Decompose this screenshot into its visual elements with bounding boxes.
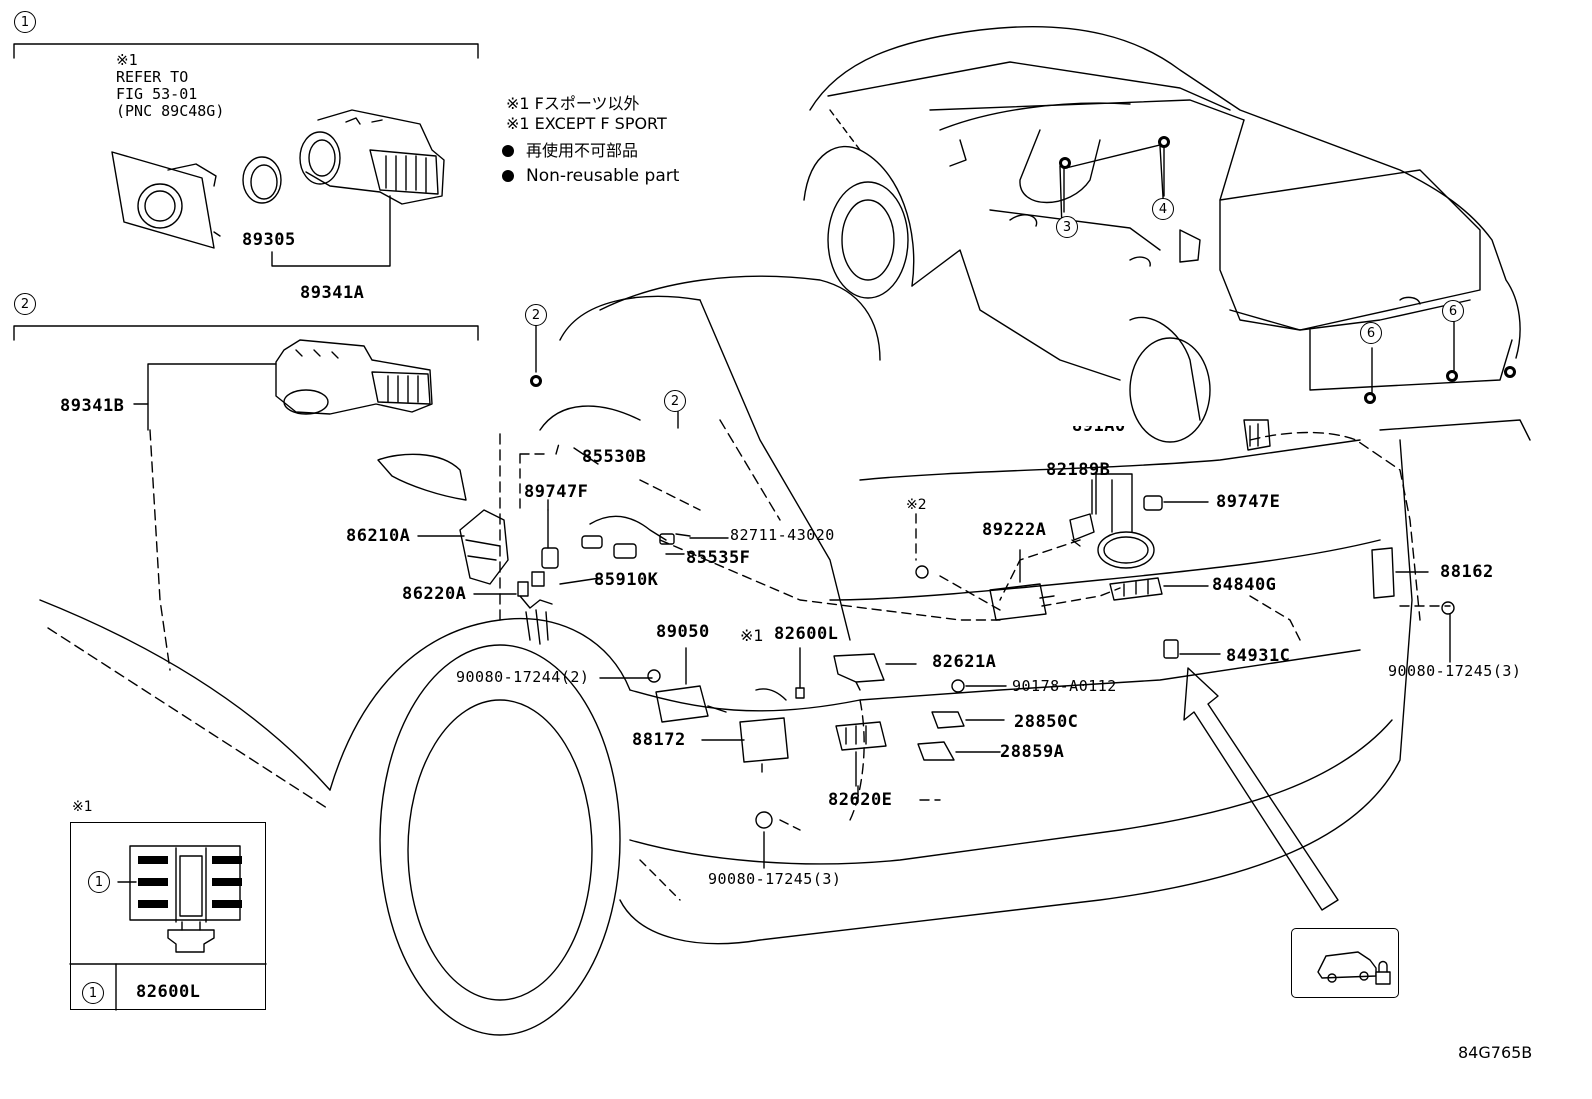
- part-88172: 88172: [632, 730, 686, 750]
- location-dot-6-left: [1364, 392, 1376, 404]
- power-door-lock-icon-box: [1291, 928, 1399, 998]
- part-glyph-85535F: [581, 515, 675, 559]
- location-dot-6-far: [1504, 366, 1516, 378]
- part-90080-17244: 90080-17244(2): [456, 668, 590, 686]
- part-82711-43020: 82711-43020: [730, 526, 835, 544]
- part-glyph-891A0-ring: [1097, 479, 1155, 569]
- star1-note-en: ※1 EXCEPT F SPORT: [506, 114, 667, 133]
- part-84931C: 84931C: [1226, 646, 1291, 666]
- refer-note-line1: REFER TO: [116, 68, 189, 86]
- part-82621A: 82621A: [932, 652, 997, 672]
- part-28859A: 28859A: [1000, 742, 1065, 762]
- part-82189B: 82189B: [1046, 460, 1111, 480]
- part-glyph-82621A: [833, 653, 885, 691]
- callout-6-left: 6: [1360, 322, 1382, 344]
- location-dot-6-right: [1446, 370, 1458, 382]
- part-89747E: 89747E: [1216, 492, 1281, 512]
- legend-star: ※1: [72, 799, 93, 815]
- part-28850C: 28850C: [1014, 712, 1079, 732]
- part-glyph-89747F: [531, 509, 559, 587]
- part-glyph-90178: [951, 679, 965, 693]
- leader-lines: [417, 143, 1455, 869]
- routing-lines: [519, 439, 1451, 831]
- part-84840G: 84840G: [1212, 575, 1277, 595]
- nonreuse-dot-icon-2: [502, 170, 514, 182]
- part-glyph-89050: [647, 669, 727, 723]
- part-glyph-82600L-clip: [795, 647, 805, 699]
- part-82600L: 82600L: [774, 624, 839, 644]
- part-88162: 88162: [1440, 562, 1494, 582]
- part-glyph-86220A: [517, 581, 553, 645]
- part-85535F: 85535F: [686, 548, 751, 568]
- part-glyph-28850C: [931, 711, 965, 729]
- legend-marker-1: 1: [82, 982, 104, 1004]
- refer-note-star: ※1: [116, 51, 138, 69]
- callout-6-right: 6: [1442, 300, 1464, 322]
- part-85910K: 85910K: [594, 570, 659, 590]
- part-glyph-86210A: [377, 453, 509, 585]
- star1-note-jp: ※1 Fスポーツ以外: [506, 94, 640, 113]
- part-89050: 89050: [656, 622, 710, 642]
- part-glyph-82711: [675, 533, 691, 537]
- refer-note-line2: FIG 53-01: [116, 85, 198, 103]
- legend-clip-drawing: [69, 845, 267, 1011]
- location-dot-3: [1059, 157, 1071, 169]
- legend-part-82600L: 82600L: [136, 982, 201, 1002]
- sensor-body-illustration: [299, 109, 445, 205]
- diagram-id: 84G765B: [1458, 1043, 1533, 1062]
- part-90080-17245-lower: 90080-17245(3): [708, 870, 842, 888]
- nonreuse-note-en: Non-reusable part: [526, 166, 680, 186]
- part-89341B: 89341B: [60, 396, 125, 416]
- leader-89341B: [133, 363, 277, 431]
- callout-4: 4: [1152, 198, 1174, 220]
- star1-inline-marker: ※1: [740, 626, 764, 645]
- part-glyph-82620E: [835, 721, 887, 787]
- part-glyph-82189B: [1069, 479, 1095, 547]
- callout-2-left: 2: [525, 304, 547, 326]
- part-89341A: 89341A: [300, 283, 365, 303]
- nonreuse-note-jp: 再使用不可部品: [526, 141, 639, 160]
- location-dot-2-left: [530, 375, 542, 387]
- section-bracket-2: [13, 325, 479, 341]
- part-glyph-84840G: [1109, 577, 1163, 601]
- legend-box: [70, 822, 266, 1010]
- part-90178-A0112: 90178-A0112: [1012, 677, 1117, 695]
- section-marker-1: 1: [14, 11, 36, 33]
- part-glyph-89222A: [915, 565, 1055, 621]
- section-bracket-1: [13, 43, 479, 59]
- power-door-lock-icon: [1317, 951, 1391, 985]
- sensor-b-illustration: [275, 339, 433, 415]
- location-dot-4: [1158, 136, 1170, 148]
- part-89747F: 89747F: [524, 482, 589, 502]
- part-glyph-28859A: [917, 741, 955, 761]
- legend-callout-1: 1: [88, 871, 110, 893]
- part-90080-17245-right: 90080-17245(3): [1388, 662, 1522, 680]
- vehicle-lower-view: [39, 275, 1531, 1036]
- part-82620E: 82620E: [828, 790, 893, 810]
- part-85530B: 85530B: [582, 447, 647, 467]
- callout-3: 3: [1056, 216, 1078, 238]
- part-89222A: 89222A: [982, 520, 1047, 540]
- refer-note: ※1 REFER TO FIG 53-01 (PNC 89C48G): [116, 52, 224, 120]
- part-glyph-89747E: [1143, 495, 1163, 511]
- star2-marker: ※2: [906, 497, 927, 513]
- view-arrow: [1183, 667, 1339, 911]
- sensor-bezel-illustration: [111, 151, 221, 249]
- part-glyph-rear-emblem: [1243, 419, 1271, 451]
- leader-lines-fig1: [271, 195, 391, 267]
- part-86220A: 86220A: [402, 584, 467, 604]
- part-glyph-88162: [1371, 547, 1455, 615]
- callout-2-mid: 2: [664, 390, 686, 412]
- part-89305: 89305: [242, 230, 296, 250]
- part-glyph-88172: [739, 688, 789, 829]
- nonreuse-dot-icon: [502, 145, 514, 157]
- part-891A0: 891A0: [1072, 416, 1126, 436]
- refer-note-line3: (PNC 89C48G): [116, 102, 225, 120]
- sensor-seal-ring-illustration: [242, 156, 282, 204]
- vehicle-rear-view: [803, 25, 1521, 443]
- part-86210A: 86210A: [346, 526, 411, 546]
- part-glyph-84931C: [1163, 639, 1179, 659]
- section-marker-2: 2: [14, 293, 36, 315]
